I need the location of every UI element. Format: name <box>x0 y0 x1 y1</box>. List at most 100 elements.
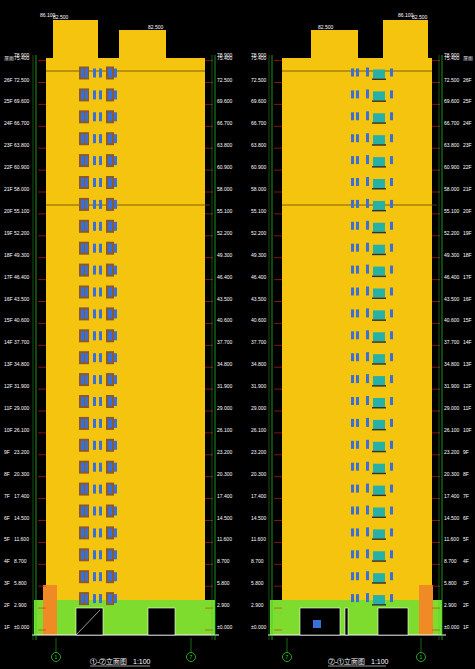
elevation-mark: 49.300 <box>14 252 29 258</box>
window <box>93 441 96 450</box>
window <box>81 485 84 494</box>
floor-label: 屋面 <box>4 55 14 61</box>
floor-tick <box>274 564 282 565</box>
window-frame <box>79 286 89 299</box>
window <box>351 375 354 383</box>
window <box>108 200 112 209</box>
window <box>366 89 369 98</box>
window-frame <box>106 220 114 233</box>
elevation-mark: 20.300 <box>14 471 29 477</box>
window <box>390 572 393 580</box>
floor-label: 17F <box>4 274 13 280</box>
window-frame <box>106 417 114 430</box>
scale-note: 1:100 <box>133 658 151 666</box>
window <box>356 331 359 339</box>
window <box>366 330 369 339</box>
window <box>366 462 369 471</box>
window <box>114 572 117 581</box>
window <box>356 134 359 142</box>
window-frame <box>106 132 114 145</box>
elevation-mark: 11.600 <box>14 536 29 542</box>
window <box>108 485 112 494</box>
window-frame <box>106 592 114 605</box>
floor-tick <box>38 564 46 565</box>
window-frame <box>106 242 114 255</box>
floor-tick <box>274 213 282 214</box>
balcony-glass <box>373 529 385 538</box>
window <box>81 572 84 581</box>
balcony-rail <box>372 604 386 606</box>
window <box>93 550 96 559</box>
window-frame <box>106 88 114 101</box>
balcony-rail <box>372 122 386 124</box>
window <box>356 419 359 427</box>
floor-tick <box>38 411 46 412</box>
entrance-door <box>148 608 175 635</box>
elevation-mark: 60.900 <box>14 164 29 170</box>
elevation-mark: 69.600 <box>217 98 232 104</box>
elevation-mark: 78.900 <box>251 52 266 58</box>
ground-line <box>268 635 446 636</box>
window <box>99 156 102 165</box>
balcony-rail <box>372 582 386 584</box>
floor-tick <box>274 476 282 477</box>
window <box>114 112 117 121</box>
floor-label: 20F <box>463 208 472 214</box>
elevation-mark: 69.600 <box>444 98 459 104</box>
window <box>99 594 102 603</box>
window <box>108 288 112 297</box>
dimension-line <box>212 55 213 640</box>
floor-tick <box>274 389 282 390</box>
elevation-mark: 69.600 <box>14 98 29 104</box>
window <box>390 112 393 120</box>
elevation-mark: 20.300 <box>217 471 232 477</box>
entrance-door <box>76 608 103 635</box>
balcony-glass <box>373 398 385 407</box>
window-frame <box>79 176 89 189</box>
window <box>108 550 112 559</box>
balcony-glass <box>373 573 385 582</box>
parapet-line <box>46 71 205 72</box>
elevation-mark: 8.700 <box>217 558 230 564</box>
floor-tick <box>38 170 46 171</box>
elevation-mark: 46.400 <box>217 274 232 280</box>
floor-label: 12F <box>4 383 13 389</box>
elevation-mark: 5.800 <box>14 580 27 586</box>
window-frame <box>106 307 114 320</box>
floor-label: 1F <box>463 624 469 630</box>
floor-label: 24F <box>4 120 13 126</box>
window <box>366 484 369 493</box>
floor-label: 3F <box>4 580 10 586</box>
window-frame <box>79 351 89 364</box>
band-line <box>46 205 210 206</box>
window <box>85 200 88 209</box>
floor-label: 11F <box>463 405 471 411</box>
window <box>81 397 84 406</box>
elevation-mark: 31.900 <box>444 383 459 389</box>
elevation-mark: 46.400 <box>251 274 266 280</box>
window <box>85 90 88 99</box>
window <box>81 419 84 428</box>
elevation-mark: 63.800 <box>251 142 266 148</box>
window <box>366 374 369 383</box>
elevation-mark: 82.500 <box>412 14 427 20</box>
dimension-line <box>33 55 34 640</box>
window <box>93 200 96 209</box>
window <box>108 112 112 121</box>
window <box>108 309 112 318</box>
balcony-rail <box>372 451 386 453</box>
balcony-rail <box>372 495 386 497</box>
axis-bubble <box>417 653 426 662</box>
floor-tick <box>274 542 282 543</box>
roof-structure <box>383 20 428 60</box>
window <box>99 309 102 318</box>
window <box>114 485 117 494</box>
balcony-glass <box>373 420 385 429</box>
window <box>85 441 88 450</box>
axis-bubble <box>187 653 196 662</box>
elevation-mark: 17.400 <box>14 493 29 499</box>
window <box>99 222 102 231</box>
elevation-mark: 37.700 <box>251 339 266 345</box>
window-frame <box>79 67 89 80</box>
floor-tick <box>274 411 282 412</box>
